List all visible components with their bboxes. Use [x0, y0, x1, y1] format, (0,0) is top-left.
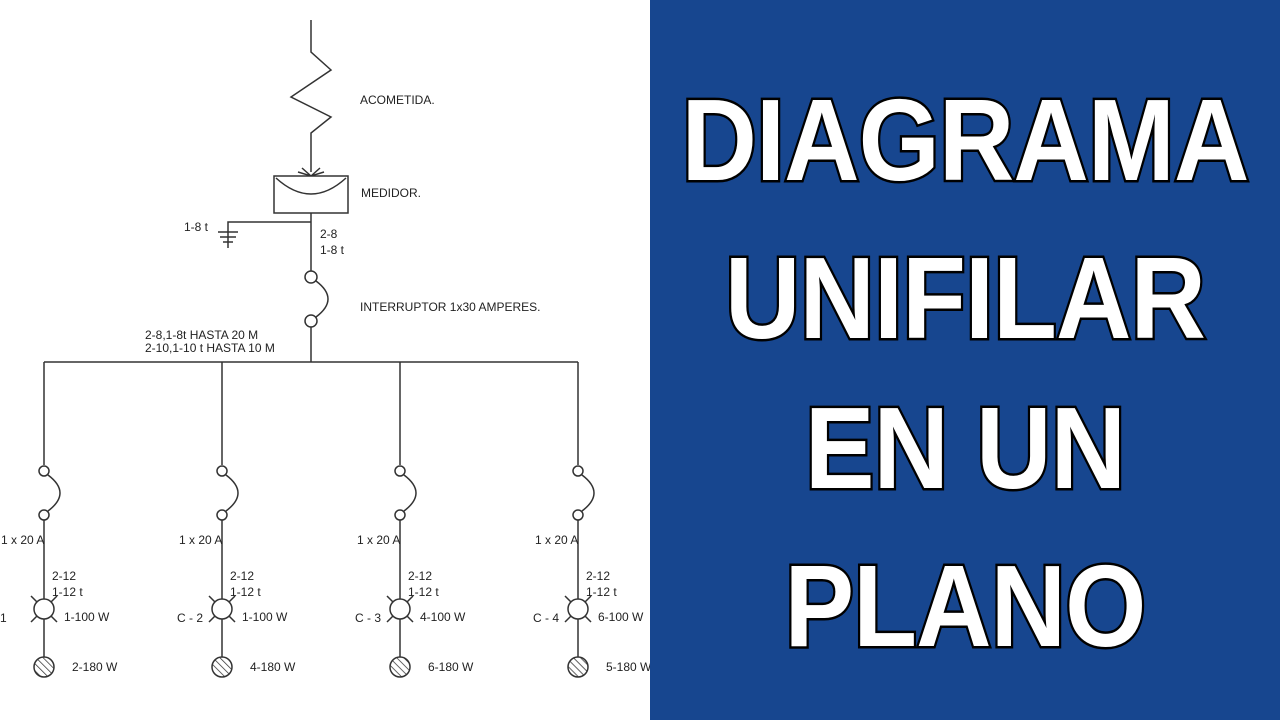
feeder-label-1: 2-8,1-8t HASTA 20 M: [145, 328, 258, 342]
outlet-icon: [567, 656, 589, 678]
lamp-icon: [564, 595, 592, 623]
circuit-ground-wire-label: 1-12 t: [408, 585, 439, 599]
feeder-label-2: 2-10,1-10 t HASTA 10 M: [145, 341, 275, 355]
circuit-wire-label: 2-12: [408, 569, 432, 583]
circuit-branch: [30, 362, 61, 678]
ground-label: 1-8 t: [184, 220, 209, 234]
circuit-breaker-label: 1 x 20 A: [357, 533, 400, 547]
circuit-ground-wire-label: 1-12 t: [52, 585, 83, 599]
circuit-breaker-label: 1 x 20 A: [179, 533, 222, 547]
circuit-branch: [386, 362, 417, 678]
main-wire-label: 2-8: [320, 227, 338, 241]
circuit-name: C - 4: [533, 611, 559, 625]
branch-breaker-symbol: [216, 465, 239, 521]
branch-breaker-symbol: [394, 465, 417, 521]
main-breaker-symbol: [304, 270, 329, 328]
circuit-name: C - 2: [177, 611, 203, 625]
circuit-outlets-label: 5-180 W: [606, 660, 650, 674]
title-line-4: PLANO: [782, 541, 1148, 671]
branch-breaker-symbol: [38, 465, 61, 521]
medidor-label: MEDIDOR.: [361, 186, 421, 200]
circuit-outlets-label: 6-180 W: [428, 660, 474, 674]
circuit-branch: [208, 362, 239, 678]
lamp-icon: [386, 595, 414, 623]
circuit-ground-wire-label: 1-12 t: [230, 585, 261, 599]
interruptor-label: INTERRUPTOR 1x30 AMPERES.: [360, 300, 541, 314]
circuit-lamps-label: 6-100 W: [598, 610, 644, 624]
circuit-outlets-label: 2-180 W: [72, 660, 118, 674]
lamp-icon: [208, 595, 236, 623]
circuit-lamps-label: 1-100 W: [64, 610, 110, 624]
title-panel: DIAGRAMA UNIFILAR EN UN PLANO: [650, 0, 1280, 720]
single-line-diagram: ACOMETIDA. MEDIDOR. 1-8 t 2-8 1-8 t INTE…: [0, 20, 650, 678]
circuit-breaker-label: 1 x 20 A: [1, 533, 44, 547]
outlet-icon: [33, 656, 55, 678]
title-line-3: EN UN: [803, 383, 1129, 513]
circuit-breaker-label: 1 x 20 A: [535, 533, 578, 547]
circuit-name: 1: [0, 611, 7, 625]
ground-icon: [218, 231, 238, 248]
circuit-branch: [564, 362, 595, 678]
branch-breaker-symbol: [572, 465, 595, 521]
outlet-icon: [211, 656, 233, 678]
circuit-wire-label: 2-12: [586, 569, 610, 583]
circuit-wire-label: 2-12: [230, 569, 254, 583]
lamp-icon: [30, 595, 58, 623]
circuit-name: C - 3: [355, 611, 381, 625]
circuit-wire-label: 2-12: [52, 569, 76, 583]
main-wire-ground-label: 1-8 t: [320, 243, 345, 257]
acometida-label: ACOMETIDA.: [360, 93, 435, 107]
service-drop-symbol: [289, 20, 333, 172]
title-line-2: UNIFILAR: [723, 233, 1208, 363]
circuit-ground-wire-label: 1-12 t: [586, 585, 617, 599]
title-line-1: DIAGRAMA: [679, 75, 1251, 205]
ground-wire: [227, 221, 311, 232]
outlet-icon: [389, 656, 411, 678]
circuit-lamps-label: 1-100 W: [242, 610, 288, 624]
circuit-lamps-label: 4-100 W: [420, 610, 466, 624]
circuit-outlets-label: 4-180 W: [250, 660, 296, 674]
